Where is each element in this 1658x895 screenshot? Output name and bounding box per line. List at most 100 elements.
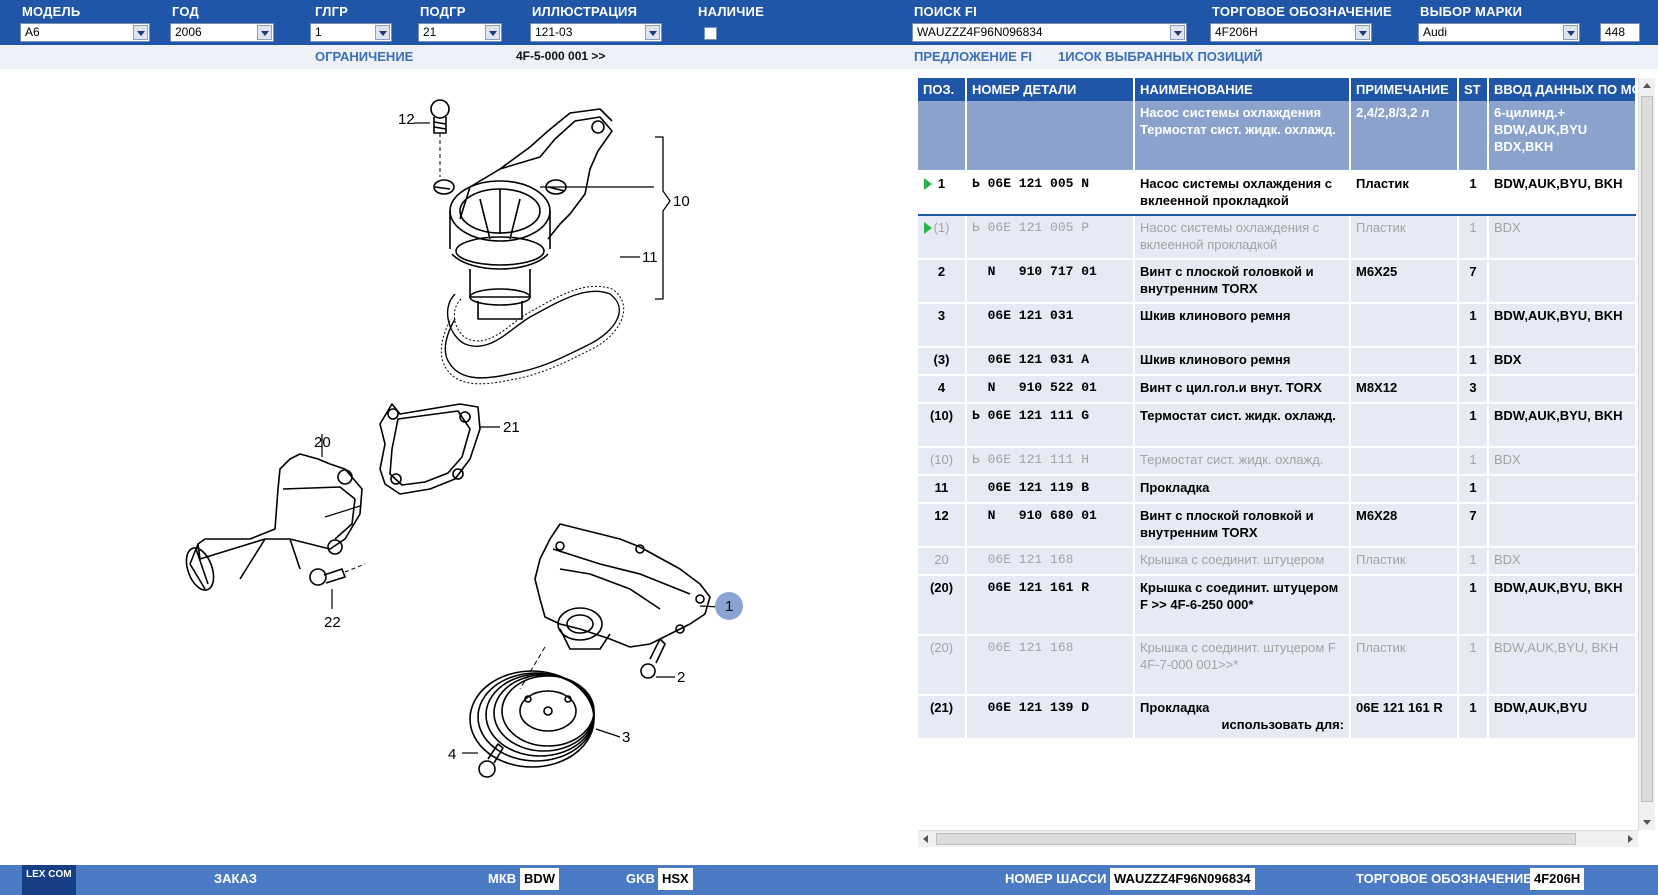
row-name-text: Винт с плоской головкой и внутренним TOR… xyxy=(1140,508,1314,540)
chevron-down-icon[interactable] xyxy=(1355,25,1370,40)
row-model: BDW,AUK,BYU, BKH xyxy=(1488,303,1636,348)
top-toolbar: МОДЕЛЬ A6 ГОД 2006 ГЛГР 1 ПОДГР 21 ИЛЛЮС… xyxy=(0,0,1658,45)
chevron-down-icon[interactable] xyxy=(133,25,148,40)
arrow-right-icon[interactable] xyxy=(924,222,932,234)
col-part-number[interactable]: НОМЕР ДЕТАЛИ xyxy=(966,78,1135,101)
scroll-thumb[interactable] xyxy=(1641,96,1653,802)
podgr-select[interactable]: 21 xyxy=(418,23,502,42)
selected-list-link[interactable]: 1ИСОК ВЫБРАННЫХ ПОЗИЦИЙ xyxy=(1058,49,1263,64)
row-pos: 3 xyxy=(918,303,967,348)
chevron-down-icon[interactable] xyxy=(1170,25,1185,40)
callout-11: 11 xyxy=(642,249,658,266)
row-model xyxy=(1488,375,1636,404)
availability-checkbox[interactable] xyxy=(704,27,717,40)
scroll-down-icon[interactable] xyxy=(1643,820,1651,825)
trade-select[interactable]: 4F206H xyxy=(1210,23,1372,42)
scroll-left-icon[interactable] xyxy=(923,835,928,843)
vertical-scrollbar[interactable] xyxy=(1638,78,1655,830)
order-button[interactable]: ЗАКАЗ xyxy=(214,871,257,886)
trade-value: 4F206H xyxy=(1215,25,1258,39)
chevron-down-icon[interactable] xyxy=(645,25,660,40)
scroll-right-icon[interactable] xyxy=(1628,835,1633,843)
row-pos-text: 3 xyxy=(937,308,946,323)
row-st-text: 1 xyxy=(1469,700,1477,715)
row-part-number: 06E 121 031 A xyxy=(966,347,1135,376)
row-pos: (3) xyxy=(918,347,967,376)
scroll-thumb-h[interactable] xyxy=(936,833,1576,845)
chevron-down-icon[interactable] xyxy=(485,25,500,40)
callout-20: 20 xyxy=(314,434,331,451)
row-part-number-text: 06E 121 168 xyxy=(972,552,1074,567)
year-select[interactable]: 2006 xyxy=(170,23,274,42)
row-name-text: Шкив клинового ремня xyxy=(1140,352,1291,367)
row-part-number: N 910 522 01 xyxy=(966,375,1135,404)
illustration-select[interactable]: 121-03 xyxy=(530,23,662,42)
trade-bottom-value: 4F206H xyxy=(1530,868,1585,890)
gasket-21 xyxy=(379,403,500,495)
row-pos-text: 11 xyxy=(934,480,949,495)
row-name: Прокладка xyxy=(1134,475,1351,504)
row-model: BDX xyxy=(1488,547,1636,576)
row-pos-text: (1) xyxy=(933,220,950,235)
brand-select[interactable]: Audi xyxy=(1418,23,1580,42)
chevron-down-icon[interactable] xyxy=(1563,25,1578,40)
row-pos-text: (20) xyxy=(929,640,954,655)
horizontal-scrollbar[interactable] xyxy=(918,830,1638,847)
model-select[interactable]: A6 xyxy=(20,23,150,42)
callout-1[interactable]: 1 xyxy=(725,598,733,615)
row-st: 1 xyxy=(1458,447,1489,476)
bolt-2 xyxy=(640,638,675,679)
year-value: 2006 xyxy=(175,25,202,39)
col-name[interactable]: НАИМЕНОВАНИЕ xyxy=(1134,78,1351,101)
group-model: 6-цилинд.+ BDW,AUK,BYU BDX,BKH xyxy=(1488,101,1636,172)
row-note: M6X25 xyxy=(1350,259,1459,304)
row-st: 7 xyxy=(1458,259,1489,304)
group-name: Насос системы охлаждения Термостат сист.… xyxy=(1134,101,1351,172)
row-part-number: Ь 06E 121 111 G xyxy=(966,403,1135,448)
restriction-link[interactable]: ОГРАНИЧЕНИЕ xyxy=(315,49,414,64)
proposal-fi-link[interactable]: ПРЕДЛОЖЕНИЕ FI xyxy=(914,49,1032,64)
callout-10: 10 xyxy=(673,193,690,210)
illustration-label: ИЛЛЮСТРАЦИЯ xyxy=(532,4,638,19)
restriction-value: 4F-5-000 001 >> xyxy=(516,49,606,63)
row-part-number: 06E 121 139 D xyxy=(966,695,1135,740)
col-st[interactable]: ST xyxy=(1458,78,1489,101)
row-name: Винт с плоской головкой и внутренним TOR… xyxy=(1134,503,1351,548)
row-note-text: Пластик xyxy=(1356,640,1406,655)
chevron-down-icon[interactable] xyxy=(375,25,390,40)
row-name: Шкив клинового ремня xyxy=(1134,347,1351,376)
water-pump-1 xyxy=(519,523,721,690)
lexcom-logo: LEX COM xyxy=(22,865,76,895)
arrow-right-icon[interactable] xyxy=(924,178,932,190)
chevron-down-icon[interactable] xyxy=(257,25,272,40)
row-model xyxy=(1488,503,1636,548)
row-pos: 4 xyxy=(918,375,967,404)
col-pos[interactable]: ПОЗ. xyxy=(918,78,967,101)
col-model-data[interactable]: ВВОД ДАННЫХ ПО МОДЕЛИ xyxy=(1488,78,1636,101)
search-fi-select[interactable]: WAUZZZ4F96N096834 xyxy=(912,23,1187,42)
row-pos: (20) xyxy=(918,575,967,636)
scroll-up-icon[interactable] xyxy=(1643,83,1651,88)
chassis-label: НОМЕР ШАССИ xyxy=(1005,871,1107,886)
row-part-number-text: Ь 06E 121 005 N xyxy=(972,176,1090,191)
exploded-diagram: 12 10 11 20 21 22 1 2 3 4 xyxy=(185,99,743,778)
glgr-select[interactable]: 1 xyxy=(310,23,392,42)
col-note[interactable]: ПРИМЕЧАНИЕ xyxy=(1350,78,1459,101)
callout-3: 3 xyxy=(622,729,630,746)
thermostat-housing xyxy=(433,108,654,320)
